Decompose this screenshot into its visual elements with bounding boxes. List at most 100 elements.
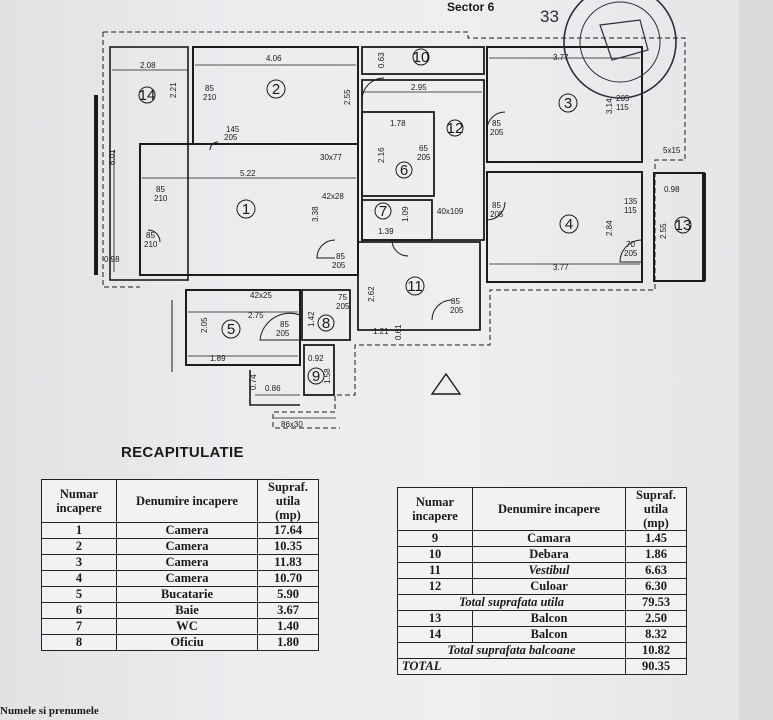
cell-name: Bucatarie bbox=[116, 586, 258, 603]
dim-label: 2.75 bbox=[248, 311, 264, 320]
dim-label: 6.01 bbox=[108, 149, 117, 165]
opening-label: 86x30 bbox=[281, 420, 303, 429]
cell-area: 11.83 bbox=[257, 554, 319, 571]
room-label: 1 bbox=[242, 201, 250, 218]
dim-label: 0.61 bbox=[394, 324, 403, 340]
floor-plan: 14 2 1 10 12 6 7 3 4 13 11 5 8 9 2.08 4.… bbox=[94, 0, 706, 429]
door-label: 85 bbox=[451, 297, 460, 306]
cell-area: 1.86 bbox=[625, 546, 687, 563]
cell-nr: 10 bbox=[397, 546, 473, 563]
door-label: 145 bbox=[226, 125, 240, 134]
footer-note: Numele si prenumele bbox=[0, 705, 99, 717]
cell-area: 1.80 bbox=[257, 634, 319, 651]
col-header-name: Denumire incapere bbox=[472, 487, 626, 531]
cell-name: Camera bbox=[116, 522, 258, 539]
dim-label: 3.14 bbox=[605, 98, 614, 114]
door-label: 205 bbox=[450, 306, 464, 315]
door-label: 85 bbox=[336, 252, 345, 261]
total-util-value: 79.53 bbox=[625, 594, 687, 611]
room-label: 11 bbox=[407, 278, 423, 295]
cell-name: Balcon bbox=[472, 610, 626, 627]
door-label: 205 bbox=[624, 249, 638, 258]
cell-area: 2.50 bbox=[625, 610, 687, 627]
door-label: 205 bbox=[332, 261, 346, 270]
room-label: 6 bbox=[400, 162, 408, 179]
opening-label: 30x77 bbox=[320, 153, 342, 162]
door-label: 205 bbox=[417, 153, 431, 162]
door-label: 135 bbox=[624, 197, 638, 206]
col-header-nr: Numar incapere bbox=[397, 487, 473, 531]
cell-nr: 5 bbox=[41, 586, 117, 603]
dim-label: 1.58 bbox=[323, 368, 332, 384]
official-stamp: 33 bbox=[540, 0, 677, 99]
dim-label: 1.42 bbox=[307, 311, 316, 327]
door-label: 75 bbox=[338, 293, 347, 302]
grand-total-value: 90.35 bbox=[625, 658, 687, 675]
cell-name: Oficiu bbox=[116, 634, 258, 651]
cell-nr: 8 bbox=[41, 634, 117, 651]
door-label: 205 bbox=[490, 210, 504, 219]
dim-label: 2.62 bbox=[367, 286, 376, 302]
dim-label: 0.86 bbox=[265, 384, 281, 393]
opening-label: 42x25 bbox=[250, 291, 272, 300]
room-label: 5 bbox=[227, 321, 235, 338]
cell-nr: 12 bbox=[397, 578, 473, 595]
stamp-number: 33 bbox=[540, 7, 559, 26]
cell-name: Camera bbox=[116, 538, 258, 555]
cell-name: Balcon bbox=[472, 626, 626, 643]
col-header-name: Denumire incapere bbox=[116, 479, 258, 523]
cell-area: 10.35 bbox=[257, 538, 319, 555]
dim-label: 2.84 bbox=[605, 220, 614, 236]
room-label: 3 bbox=[564, 95, 572, 112]
room-label: 14 bbox=[139, 87, 156, 104]
dim-label: 1.78 bbox=[390, 119, 406, 128]
dim-label: 0.74 bbox=[249, 374, 258, 390]
cell-nr: 6 bbox=[41, 602, 117, 619]
door-label: 205 bbox=[224, 133, 238, 142]
dim-label: 1.89 bbox=[210, 354, 226, 363]
room-label: 10 bbox=[413, 49, 430, 66]
dim-label: 2.55 bbox=[659, 223, 668, 239]
col-header-area: Supraf. utila (mp) bbox=[625, 487, 687, 531]
door-label: 85 bbox=[146, 231, 155, 240]
dim-label: 0.98 bbox=[104, 255, 120, 264]
cell-nr: 3 bbox=[41, 554, 117, 571]
dim-label: 0.63 bbox=[377, 52, 386, 68]
cell-area: 1.45 bbox=[625, 530, 687, 547]
door-label: 85 bbox=[205, 84, 214, 93]
col-header-nr: Numar incapere bbox=[41, 479, 117, 523]
door-label: 205 bbox=[336, 302, 350, 311]
cell-name: Camara bbox=[472, 530, 626, 547]
dim-label: 1.09 bbox=[401, 206, 410, 222]
cell-area: 6.63 bbox=[625, 562, 687, 579]
door-label: 65 bbox=[419, 144, 428, 153]
cell-area: 17.64 bbox=[257, 522, 319, 539]
rooms-table-2: Numar incapere Denumire incapere Supraf.… bbox=[397, 487, 687, 675]
col-header-area: Supraf. utila (mp) bbox=[257, 479, 319, 523]
door-label: 85 bbox=[492, 201, 501, 210]
cell-area: 5.90 bbox=[257, 586, 319, 603]
dim-label: 2.55 bbox=[343, 89, 352, 105]
door-label: 210 bbox=[154, 194, 168, 203]
dim-label: 3.38 bbox=[311, 206, 320, 222]
cell-area: 6.30 bbox=[625, 578, 687, 595]
room-label: 7 bbox=[379, 203, 387, 220]
dim-label: 0.92 bbox=[308, 354, 324, 363]
cell-nr: 2 bbox=[41, 538, 117, 555]
page-edge bbox=[739, 0, 773, 720]
cell-name: WC bbox=[116, 618, 258, 635]
dim-label: 5.22 bbox=[240, 169, 256, 178]
opening-label: 42x28 bbox=[322, 192, 344, 201]
rooms-table-1: Numar incapere Denumire incapere Supraf.… bbox=[41, 479, 319, 651]
door-label: 70 bbox=[626, 240, 635, 249]
dim-label: 2.08 bbox=[140, 61, 156, 70]
